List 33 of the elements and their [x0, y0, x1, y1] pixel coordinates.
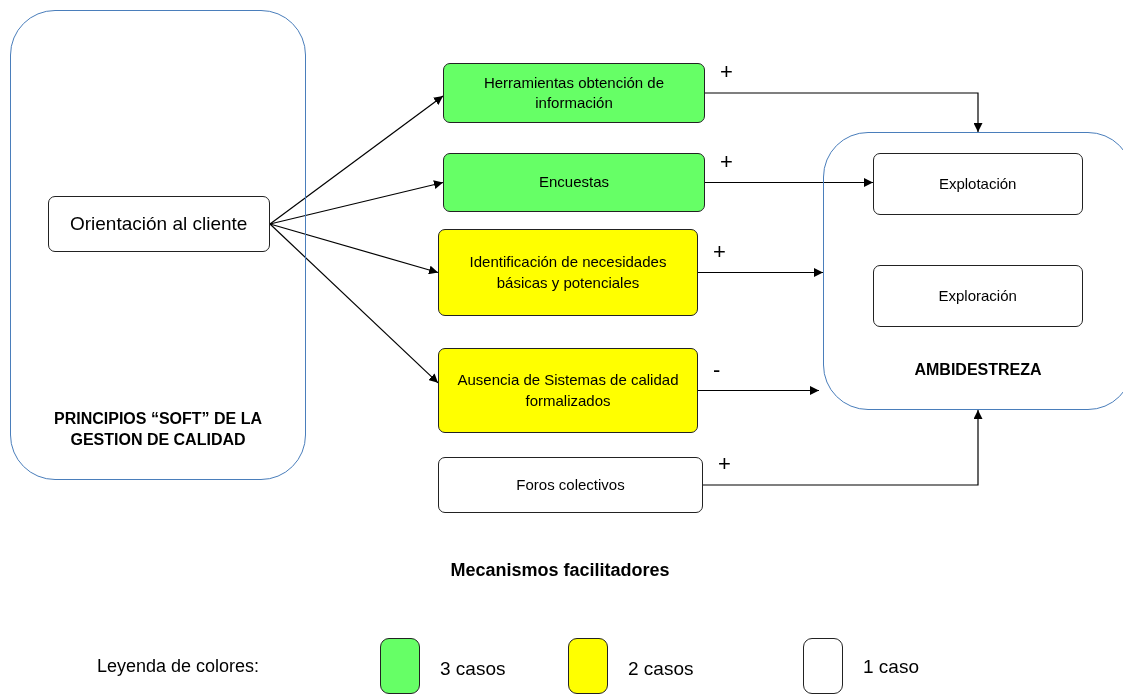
- group-title: AMBIDESTREZA: [914, 360, 1042, 381]
- node-label: Explotación: [938, 173, 1017, 194]
- arrow: [702, 409, 983, 486]
- arrow: [269, 223, 439, 384]
- section-caption: Mecanismos facilitadores: [450, 560, 670, 581]
- process-box: [872, 264, 1083, 327]
- legend-label: 1 caso: [863, 656, 919, 678]
- arrow: [269, 95, 444, 225]
- node-label: Foros colectivos: [516, 474, 625, 495]
- arrow: [704, 92, 983, 133]
- process-box: [443, 153, 705, 212]
- process-box: [438, 229, 698, 316]
- process-box: [47, 195, 270, 252]
- node-label: Encuestas: [538, 172, 609, 193]
- process-box: [438, 457, 703, 513]
- arrow: [697, 268, 824, 277]
- node-label: Orientación al cliente: [69, 211, 248, 236]
- node-label: Identificación de necesidades básicas y potenciales: [468, 252, 668, 293]
- legend-label: 2 casos: [628, 658, 694, 680]
- group-panel: [10, 10, 306, 480]
- node-label: Herramientas obtención de información: [482, 72, 666, 113]
- process-box: [872, 152, 1083, 215]
- node-label: Ausencia de Sistemas de calidad formalizados: [456, 370, 680, 411]
- process-box: [438, 348, 698, 433]
- legend-label: 3 casos: [440, 658, 506, 680]
- arrow: [269, 180, 444, 225]
- arrow: [704, 178, 874, 187]
- legend-title: Leyenda de colores:: [97, 656, 260, 677]
- arrow: [269, 223, 439, 275]
- arrow: [697, 386, 820, 395]
- node-label: Exploración: [938, 285, 1017, 306]
- process-box: [443, 63, 705, 123]
- group-title: PRINCIPIOS “SOFT” DE LA GESTION DE CALIDAD: [53, 408, 263, 451]
